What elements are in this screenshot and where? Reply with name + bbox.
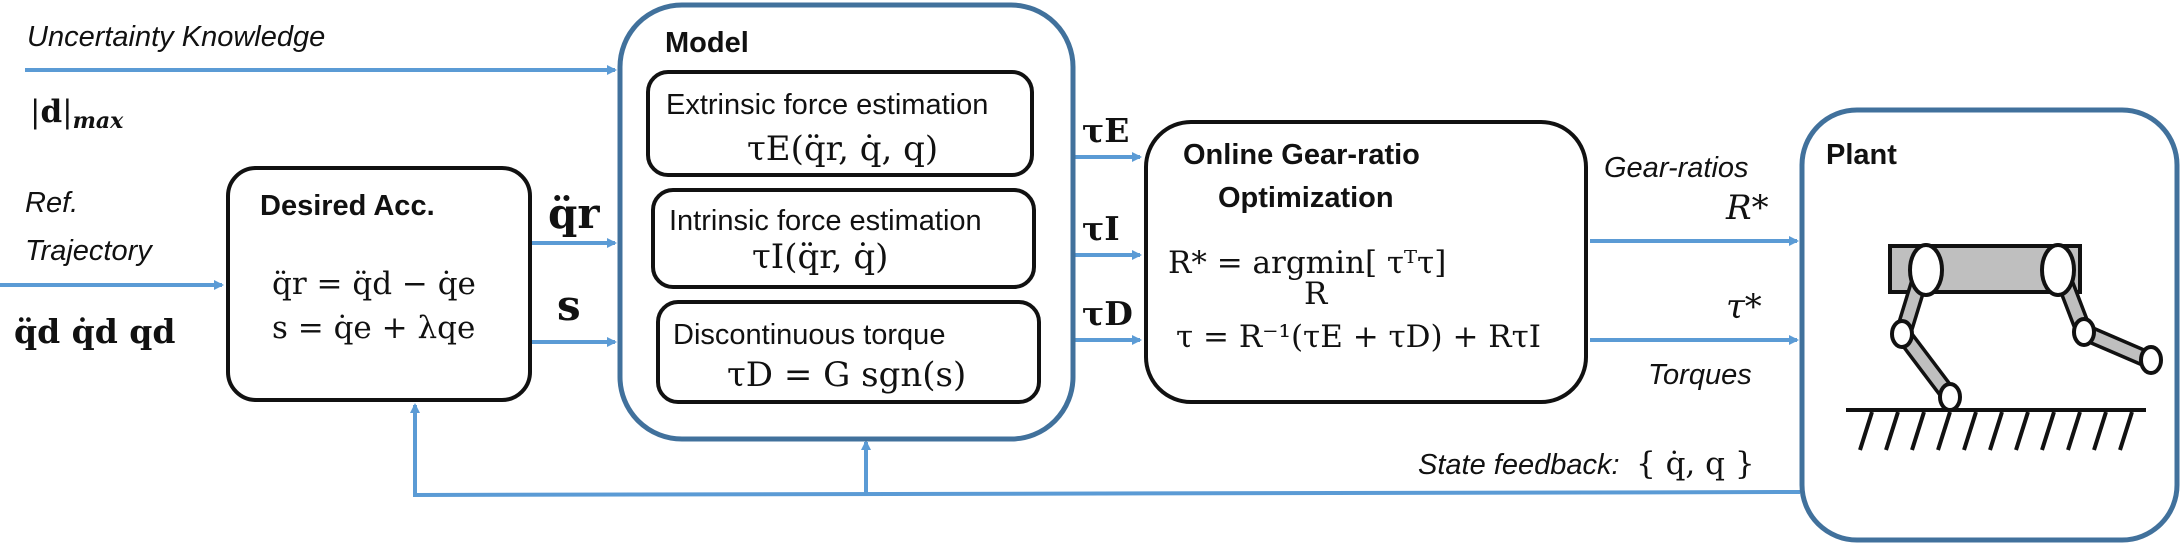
intrinsic-eq: τI(q̈r, q̇) [752, 237, 888, 277]
optimizer-title-2: Optimization [1218, 182, 1394, 214]
gear-ratios-symbol: R* [1725, 188, 1769, 228]
extrinsic-box [646, 70, 1034, 177]
feedback-line [410, 403, 1801, 498]
uncertainty-value: |d|max [30, 94, 124, 134]
ref-label-1: Ref. [25, 187, 78, 219]
model-title: Model [665, 27, 749, 59]
intrinsic-box [651, 188, 1036, 289]
plant-box [1799, 107, 2180, 543]
signal-tau-i: τI [1082, 209, 1120, 248]
robot-right-knee [2072, 317, 2096, 347]
discontinuous-box [656, 300, 1041, 404]
svg-text:|d|max: |d|max [30, 94, 124, 134]
robot-right-foot [2139, 345, 2163, 375]
ground-hatch [1846, 408, 2146, 451]
optimizer-box [1144, 120, 1588, 404]
optimizer-eq1: R* = argmin[ τᵀτ] [1168, 245, 1446, 281]
state-feedback-label: State feedback: [1418, 449, 1620, 481]
extrinsic-eq: τE(q̈r, q̇, q) [747, 129, 938, 169]
extrinsic-label: Extrinsic force estimation [666, 89, 988, 121]
ref-label-2: Trajectory [25, 235, 153, 267]
desired-acc-eq2: s = q̇e + λqe [272, 310, 475, 346]
desired-acc-eq1: q̈r = q̈d − q̇e [272, 266, 476, 302]
gear-ratios-label: Gear-ratios [1604, 152, 1749, 184]
robot-left-hip [1908, 243, 1944, 297]
optimizer-eq2: τ = R⁻¹(τE + τD) + RτI [1176, 319, 1541, 355]
plant-title: Plant [1826, 139, 1897, 171]
intrinsic-label: Intrinsic force estimation [669, 205, 982, 237]
uncertainty-label: Uncertainty Knowledge [27, 21, 325, 53]
robot-left-knee [1890, 319, 1914, 349]
torque-symbol: τ* [1726, 287, 1762, 327]
discontinuous-label: Discontinuous torque [673, 319, 945, 351]
ref-signals: q̈d q̇d qd [14, 312, 175, 351]
optimizer-title-1: Online Gear-ratio [1183, 139, 1420, 171]
signal-s: s [557, 281, 581, 330]
signal-qr: q̈r [548, 189, 600, 238]
signal-tau-d: τD [1082, 294, 1133, 333]
robot-left-foot [1938, 382, 1962, 412]
desired-acc-title: Desired Acc. [260, 190, 435, 222]
robot-illustration [1888, 243, 2163, 412]
torques-label: Torques [1648, 359, 1752, 391]
desired-acc-box [226, 166, 532, 402]
signal-arrows [0, 65, 1801, 498]
discontinuous-eq: τD = G sgn(s) [727, 355, 966, 395]
signal-tau-e: τE [1082, 111, 1129, 150]
robot-right-hip [2040, 243, 2076, 297]
optimizer-eq1-sub: R [1304, 276, 1329, 312]
state-feedback-signals: { q̇, q } [1636, 446, 1755, 482]
